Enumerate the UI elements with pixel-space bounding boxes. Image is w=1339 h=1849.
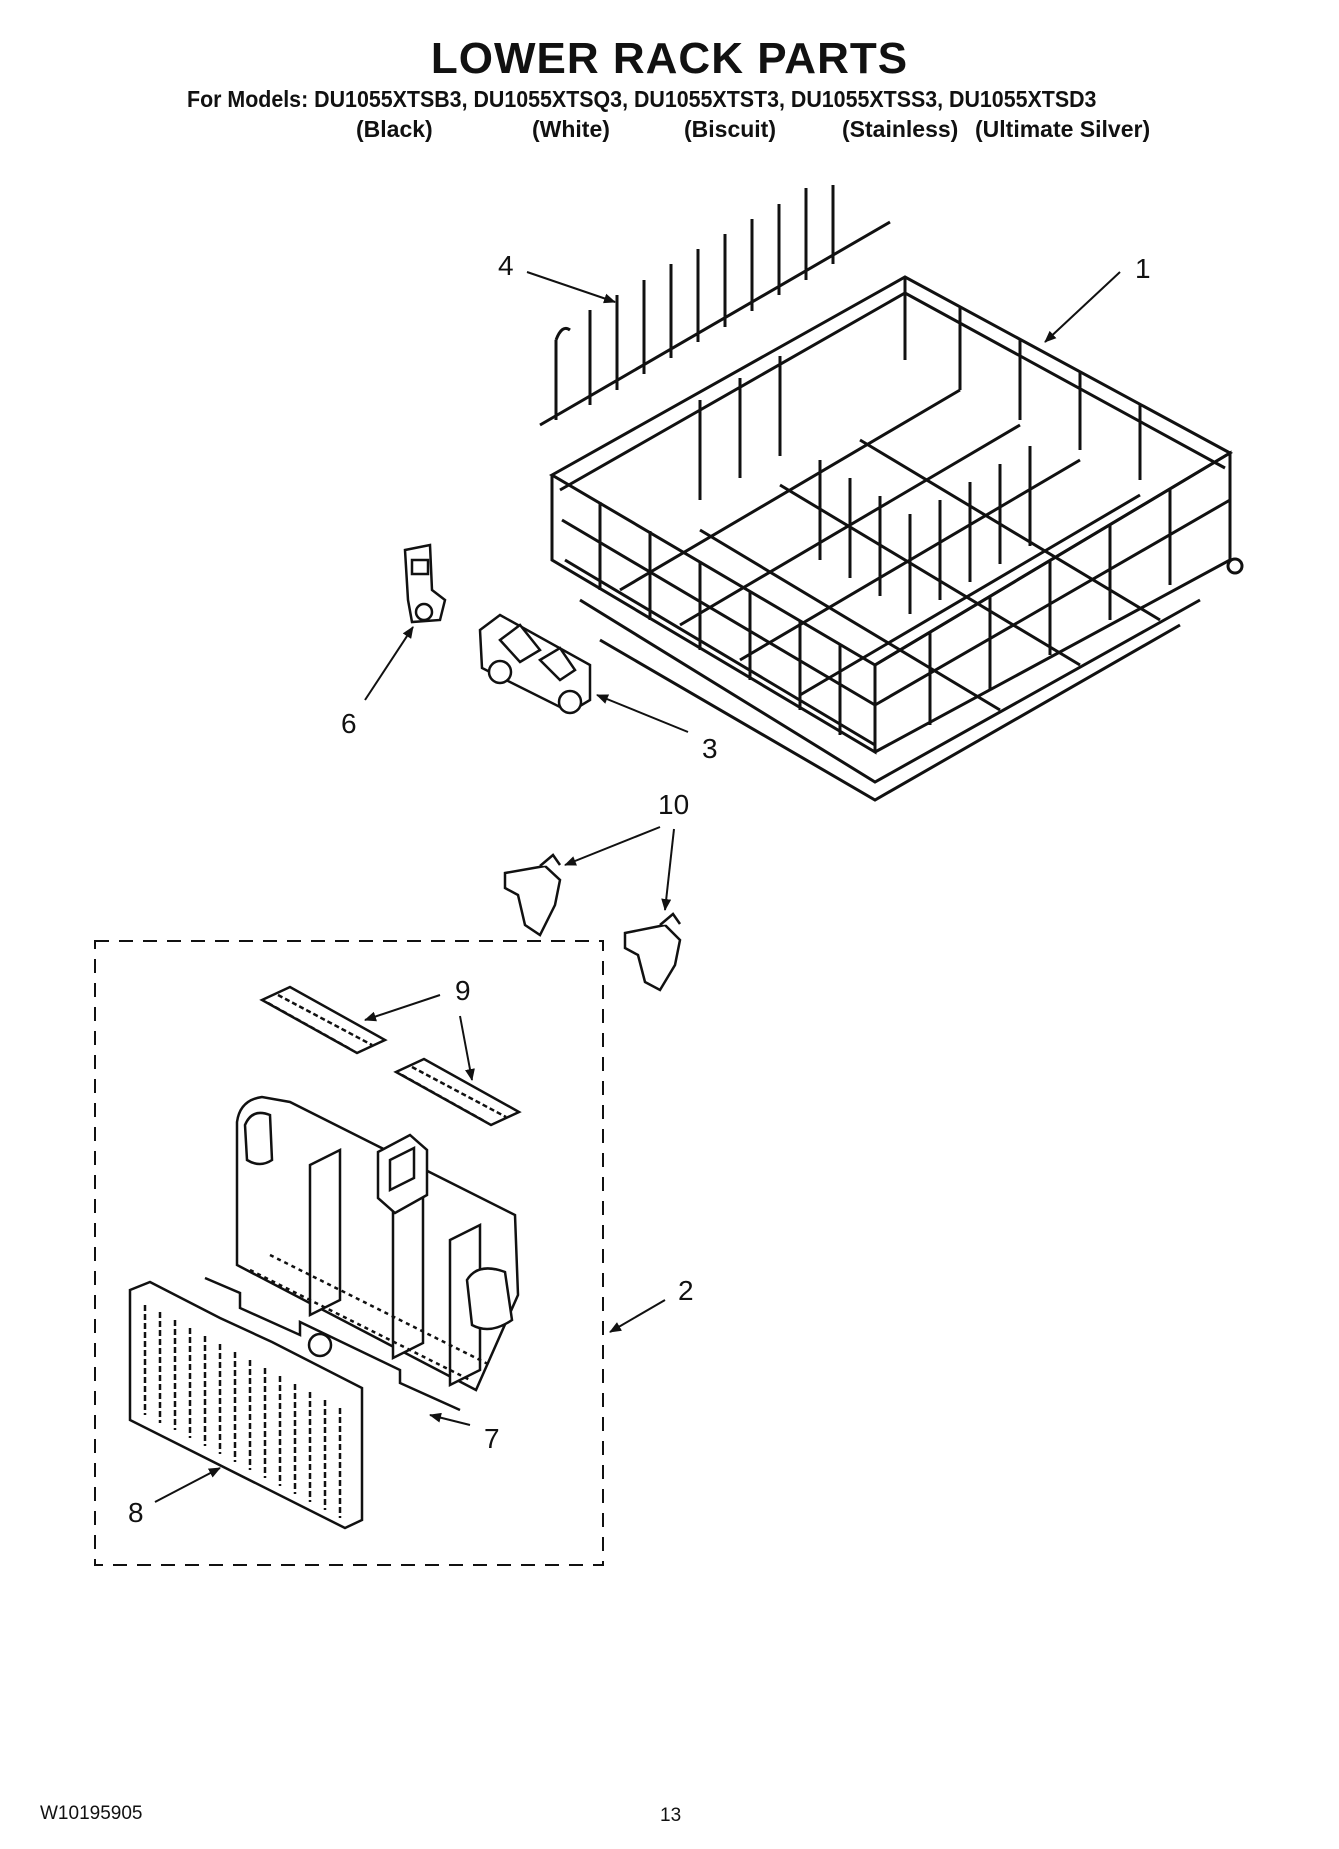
leader-1 — [1044, 271, 1121, 343]
silverware-basket-drawing — [235, 1095, 520, 1392]
leader-9a — [364, 994, 441, 1022]
leader-6 — [364, 626, 414, 701]
basket-lid-insert-drawing — [259, 985, 522, 1127]
variant-white: (White) — [532, 116, 610, 142]
callout-4: 4 — [498, 250, 514, 281]
variant-ultimate-silver: (Ultimate Silver) — [975, 116, 1151, 142]
callout-2: 2 — [678, 1275, 694, 1306]
basket-hook-clip-drawing — [503, 853, 682, 992]
document-number: W10195905 — [40, 1803, 143, 1824]
callout-1: 1 — [1135, 253, 1151, 284]
leader-8 — [154, 1467, 221, 1503]
page-title: LOWER RACK PARTS — [430, 34, 909, 83]
leader-2 — [609, 1299, 666, 1333]
callout-9: 9 — [455, 975, 471, 1006]
leader-3 — [596, 694, 689, 733]
variant-stainless: (Stainless) — [842, 116, 959, 142]
leader-7 — [429, 1412, 471, 1426]
callout-8: 8 — [128, 1497, 144, 1528]
callout-10: 10 — [658, 789, 689, 820]
callout-6: 6 — [341, 708, 357, 739]
page-number: 13 — [660, 1805, 682, 1826]
leader-10b — [661, 828, 675, 911]
basket-cover-drawing — [128, 1280, 364, 1530]
lower-dish-rack-drawing — [548, 275, 1244, 802]
tine-row-drawing — [539, 185, 891, 427]
leader-lines — [154, 271, 1121, 1503]
basket-handle-bar-drawing — [204, 1276, 461, 1412]
model-list: For Models: DU1055XTSB3, DU1055XTSQ3, DU… — [187, 86, 1097, 112]
rack-wheel-clip-drawing — [478, 613, 592, 715]
leader-10a — [564, 826, 661, 866]
callout-7: 7 — [484, 1423, 500, 1454]
variant-black: (Black) — [356, 116, 433, 142]
rack-wheel-mount-drawing — [403, 543, 447, 624]
callout-3: 3 — [702, 733, 718, 764]
leader-9b — [459, 1015, 475, 1081]
variant-biscuit: (Biscuit) — [684, 116, 776, 142]
basket-assembly-boundary — [94, 940, 604, 1566]
leader-4 — [526, 271, 616, 304]
